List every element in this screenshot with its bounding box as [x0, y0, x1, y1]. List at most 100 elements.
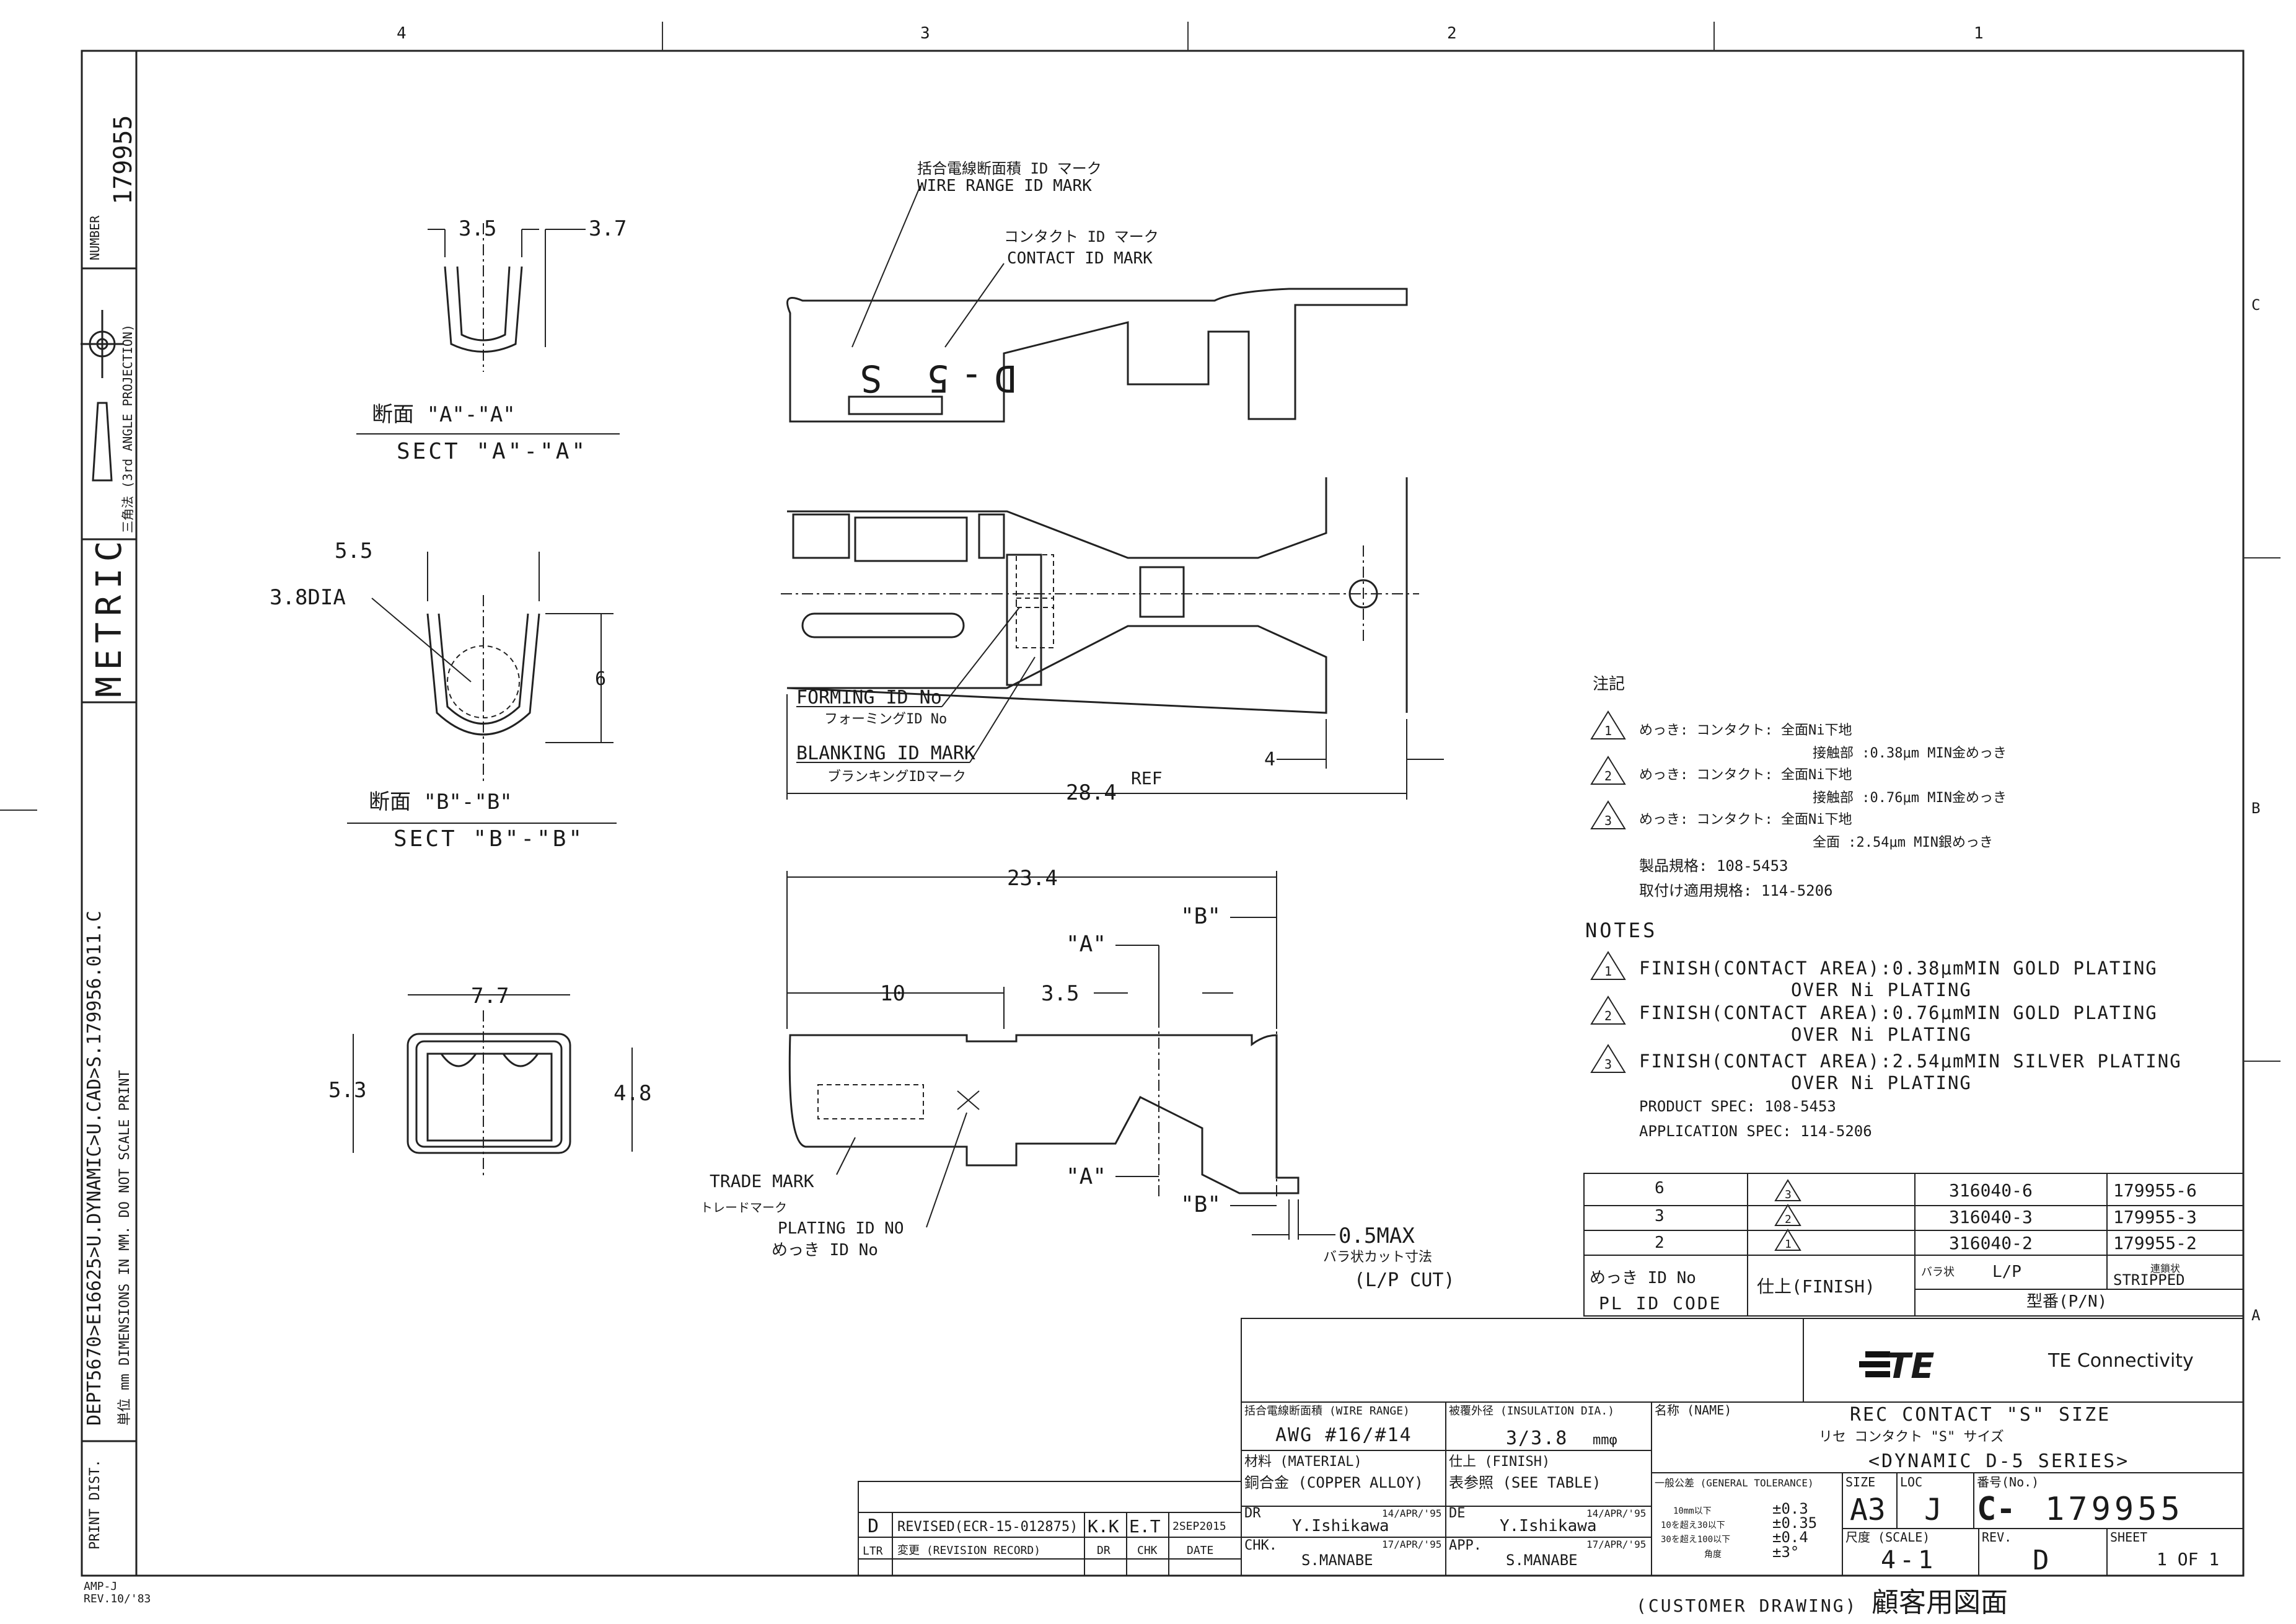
end-view	[353, 994, 633, 1178]
finish-row-1-lp: 316040-6	[1949, 1180, 2033, 1201]
corner-note-1: AMP-J	[84, 1580, 117, 1593]
note-en-2-mark: 2	[1604, 1008, 1612, 1023]
zone-right-c: C	[2251, 296, 2260, 314]
finish-head-id-en: PL ID CODE	[1599, 1293, 1722, 1313]
finish-row-3-id: 2	[1655, 1233, 1665, 1252]
plan-dim-overall: 28.4	[1066, 780, 1117, 805]
stamp-text: D-5 S	[848, 356, 1016, 400]
name-jp: リセ コンタクト "S" サイズ	[1819, 1429, 2004, 1445]
loc-value: J	[1924, 1493, 1942, 1527]
tol-value-1: ±0.3	[1772, 1500, 1808, 1517]
note-jp-3-line1: めっき: コンタクト: 全面Ni下地	[1639, 812, 1852, 827]
finish-table	[1583, 1173, 2244, 1317]
side-dim-len: 23.4	[1007, 866, 1058, 891]
side-a-label-top: "A"	[1066, 932, 1106, 957]
te-logo	[1859, 1351, 1890, 1377]
zone-top-3: 3	[920, 24, 930, 43]
plating-id-jp: めっき ID No	[772, 1241, 878, 1260]
tol-range-2: 10を超え30以下	[1661, 1520, 1725, 1530]
finish-row-2-lp: 316040-3	[1949, 1207, 2033, 1227]
projection-label: 三角法 (3rd ANGLE PROJECTION)	[120, 324, 135, 533]
sect-b-dim2: 3.8DIA	[270, 585, 346, 610]
note-en-1-line1: FINISH(CONTACT AREA):0.38μmMIN GOLD PLAT…	[1639, 958, 2158, 979]
section-b-view	[347, 552, 617, 824]
finish-row-1-mark: 3	[1785, 1188, 1792, 1201]
notes-jp-triangles	[1590, 710, 1626, 829]
rev-dr: K.K	[1088, 1516, 1119, 1537]
app-date: 17/APR/'95	[1586, 1538, 1646, 1550]
contact-id-jp: コンタクト ID マーク	[1004, 228, 1159, 245]
sheet-value: 1 OF 1	[2157, 1549, 2219, 1569]
end-dim2: 5.3	[328, 1078, 366, 1103]
de-label: DE	[1449, 1506, 1466, 1521]
rev-chk: E.T	[1129, 1516, 1161, 1537]
zone-top-2: 2	[1447, 24, 1457, 43]
rev-date: 2SEP2015	[1172, 1520, 1226, 1533]
note-jp-2-line1: めっき: コンタクト: 全面Ni下地	[1639, 767, 1852, 783]
side-a-label-bottom: "A"	[1066, 1164, 1106, 1189]
notes-en-spec1: PRODUCT SPEC: 108-5453	[1639, 1098, 1836, 1115]
dr-label: DR	[1244, 1506, 1261, 1521]
zone-top-1: 1	[1974, 24, 1984, 43]
top-view	[786, 288, 1408, 423]
plan-dim-ref: REF	[1131, 768, 1163, 788]
scale-label: 尺度 (SCALE)	[1845, 1530, 1930, 1545]
sect-b-dim3: 6	[595, 668, 606, 690]
note-en-2-line1: FINISH(CONTACT AREA):0.76μmMIN GOLD PLAT…	[1639, 1002, 2158, 1023]
lp-cut: (L/P CUT)	[1354, 1269, 1455, 1291]
forming-id-en: FORMING ID No	[796, 687, 942, 708]
zone-right-a: A	[2251, 1307, 2261, 1324]
note-en-3-line1: FINISH(CONTACT AREA):2.54μmMIN SILVER PL…	[1639, 1051, 2182, 1072]
number-label-tb: 番号(No.)	[1977, 1475, 2039, 1489]
zone-right-b: B	[2251, 800, 2260, 817]
loc-label: LOC	[1900, 1475, 1922, 1489]
dr-date: 14/APR/'95	[1382, 1507, 1441, 1519]
sect-a-dim1: 3.5	[459, 216, 496, 241]
note-jp-2-line2: 接触部 :0.76μm MIN金めっき	[1813, 790, 2007, 806]
notes-jp-spec2: 取付け適用規格: 114-5206	[1639, 882, 1833, 899]
print-dist-label: PRINT DIST.	[87, 1459, 103, 1550]
de-date: 14/APR/'95	[1586, 1507, 1646, 1519]
c-mark: C-	[1977, 1491, 2016, 1528]
notes-en-triangles	[1590, 951, 1626, 1073]
finish-head-lp-jp: バラ状	[1921, 1266, 1955, 1279]
dimensions-note: 単位 mm DIMENSIONS IN MM. DO NOT SCALE PRI…	[117, 1070, 133, 1426]
plan-dim-tab: 4	[1264, 749, 1275, 770]
corner-note-2: REV.10/'83	[84, 1592, 151, 1605]
blanking-id-en: BLANKING ID MARK	[796, 743, 975, 764]
scale-value: 4-1	[1881, 1546, 1937, 1574]
finish-row-1-id: 6	[1655, 1179, 1665, 1198]
customer-drawing-en: (CUSTOMER DRAWING)	[1636, 1595, 1857, 1616]
finish-row-3-strip: 179955-2	[2113, 1233, 2197, 1253]
tol-range-4: 角度	[1704, 1550, 1722, 1560]
sect-a-dim2: 3.7	[589, 216, 627, 241]
chk-label: CHK.	[1244, 1538, 1277, 1553]
rev-value: D	[2033, 1545, 2049, 1576]
sect-b-title-jp: 断面 "B"-"B"	[369, 790, 512, 814]
de-name: Y.Ishikawa	[1500, 1517, 1597, 1535]
rev-head-date: DATE	[1187, 1544, 1213, 1557]
note-en-3-line2: OVER Ni PLATING	[1791, 1072, 1972, 1093]
zone-ticks	[0, 22, 2281, 1062]
rev-head-ltr: LTR	[863, 1545, 883, 1558]
chk-date: 17/APR/'95	[1382, 1538, 1441, 1550]
tol-range-1: 10mm以下	[1673, 1506, 1712, 1516]
rev-ltr: D	[868, 1516, 879, 1537]
name-label: 名称 (NAME)	[1655, 1403, 1731, 1418]
projection-symbol	[81, 310, 124, 482]
tol-value-2: ±0.35	[1772, 1514, 1817, 1532]
side-dim-35: 3.5	[1041, 981, 1079, 1006]
finish-row-2-strip: 179955-3	[2113, 1207, 2197, 1227]
trade-mark-jp: トレードマーク	[700, 1200, 787, 1215]
rev-label: REV.	[1982, 1530, 2012, 1545]
finish-head-finish: 仕上(FINISH)	[1757, 1276, 1875, 1297]
finish-row-2-id: 3	[1655, 1207, 1665, 1225]
insulation-value: 3/3.8	[1506, 1428, 1568, 1449]
finish-head-strip-jp: 連鎖状	[2150, 1263, 2180, 1274]
plan-view	[781, 477, 1444, 800]
te-logo-text: TE	[1887, 1346, 1934, 1387]
max-cut-jp: バラ状カット寸法	[1323, 1250, 1432, 1265]
note-jp-1-line1: めっき: コンタクト: 全面Ni下地	[1639, 723, 1852, 738]
sect-a-title-en: SECT "A"-"A"	[397, 439, 587, 464]
